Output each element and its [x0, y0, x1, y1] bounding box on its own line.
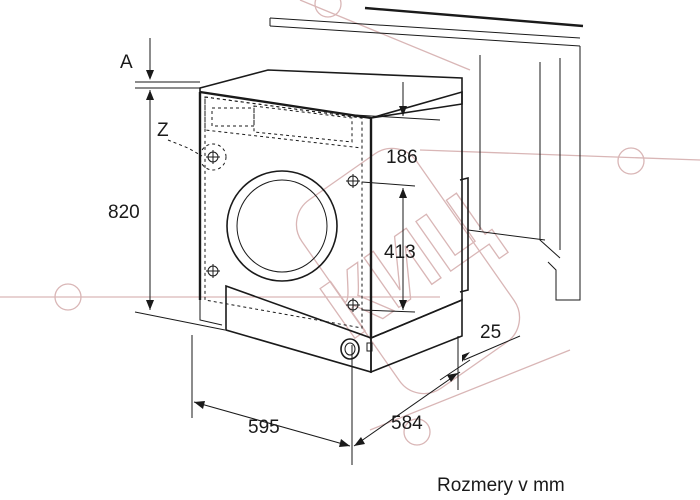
label-top-offset: 186: [386, 147, 418, 168]
machine-front-outline: [204, 96, 363, 329]
watermark-circle-bottom: [403, 418, 431, 446]
label-width: 595: [248, 417, 280, 438]
pump-cover: [340, 338, 360, 360]
dim-584-right-ref: [439, 359, 471, 381]
watermark-text: КИЦ: [304, 172, 509, 357]
machine-front-edge: [199, 90, 373, 338]
dim-z-leader: [167, 139, 203, 157]
dim-584-line: [353, 371, 461, 447]
worktop-front-edge: [364, 6, 584, 28]
watermark-frame: [295, 147, 521, 395]
caption: Rozmery v mm: [437, 475, 565, 496]
service-flap: [366, 342, 373, 352]
dimension-lines: [134, 38, 521, 465]
label-toe-kick: 25: [480, 322, 501, 343]
washing-machine: [198, 69, 469, 374]
door-glass: [236, 179, 328, 273]
door-outer-ring: [226, 170, 338, 282]
watermark-circle-top: [314, 0, 342, 18]
label-a: A: [120, 52, 133, 73]
dim-413-bottom-ref: [361, 309, 416, 313]
label-depth: 584: [391, 413, 423, 434]
cabinet-niche: [269, 6, 584, 301]
watermark-line-bottom: [369, 349, 571, 431]
dim-595-line: [193, 401, 351, 447]
display-window: [211, 107, 255, 127]
plinth-side: [370, 298, 463, 374]
niche-floor-line: [467, 229, 546, 241]
watermark-circle-right: [617, 147, 645, 175]
control-panel: [204, 96, 363, 149]
label-door-span: 413: [384, 242, 416, 263]
side-hinge-bar: [459, 176, 469, 293]
niche-top-edge-2: [269, 25, 581, 47]
label-z: Z: [157, 120, 169, 141]
dim-820-bottom-ref: [134, 311, 226, 331]
dim-25-line: [463, 335, 521, 361]
watermark: КИЦ: [0, 0, 700, 446]
label-height: 820: [108, 202, 140, 223]
dim-186-top-ref: [354, 114, 441, 121]
niche-side-panel: [539, 62, 561, 259]
detail-z-circle: [199, 143, 227, 171]
mounting-holes: [206, 150, 360, 312]
detergent-drawer: [253, 105, 353, 143]
dim-413-top-ref: [361, 181, 416, 187]
niche-top-edge-1: [269, 17, 581, 39]
watermark-line-top: [299, 0, 471, 71]
pump-cover-inner: [344, 342, 356, 356]
niche-right-panel: [547, 46, 581, 301]
dimension-labels: A Z 820 186 413 25 595 584 Rozmery v mm: [108, 52, 565, 496]
watermark-circle-left: [54, 283, 82, 311]
plinth-left: [199, 300, 223, 326]
